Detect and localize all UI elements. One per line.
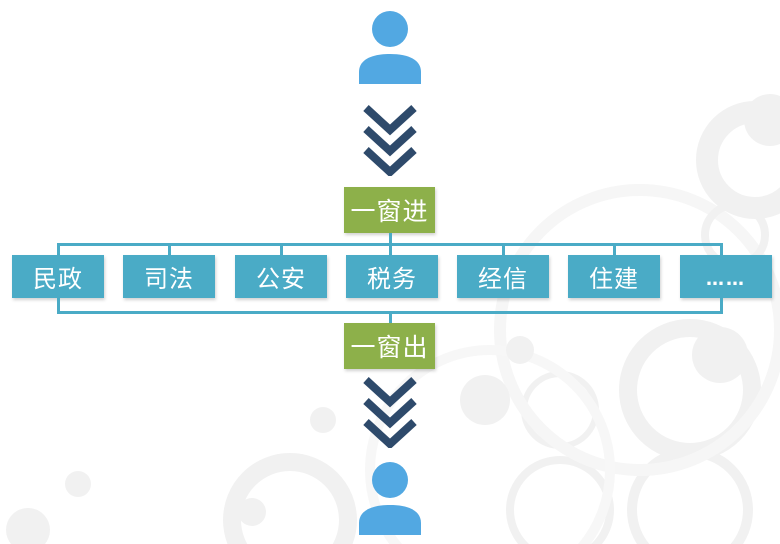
exit-stem-line xyxy=(389,311,392,323)
department-label: 民政 xyxy=(33,265,83,293)
exit-window-box: 一窗出 xyxy=(344,323,435,369)
down-chevrons-icon xyxy=(363,105,417,176)
exit-window-label: 一窗出 xyxy=(350,333,429,362)
top-tick xyxy=(57,243,60,255)
department-box-more: …… xyxy=(680,255,772,298)
department-box-sifa: 司法 xyxy=(123,255,215,298)
department-box-shuiwu: 税务 xyxy=(346,255,438,298)
top-tick xyxy=(168,243,171,255)
top-tick xyxy=(720,243,723,255)
top-person-icon xyxy=(359,11,421,84)
top-tick xyxy=(502,243,505,255)
department-label: 住建 xyxy=(589,265,639,293)
entry-window-label: 一窗进 xyxy=(350,197,429,226)
department-box-jingxin: 经信 xyxy=(457,255,549,298)
department-box-gongan: 公安 xyxy=(235,255,327,298)
entry-stem-line xyxy=(389,233,392,245)
bottom-person-icon xyxy=(359,462,421,535)
down-chevrons-icon xyxy=(363,377,417,448)
department-label: …… xyxy=(706,269,746,290)
department-label: 税务 xyxy=(367,265,417,293)
top-tick xyxy=(280,243,283,255)
entry-window-box: 一窗进 xyxy=(344,187,435,233)
top-tick xyxy=(613,243,616,255)
department-label: 司法 xyxy=(144,265,194,293)
top-tick xyxy=(389,243,392,255)
bottom-tick xyxy=(720,298,723,313)
department-box-zhujian: 住建 xyxy=(568,255,660,298)
department-label: 经信 xyxy=(478,265,528,293)
department-label: 公安 xyxy=(256,265,306,293)
bottom-tick xyxy=(57,298,60,313)
department-box-minzheng: 民政 xyxy=(12,255,104,298)
